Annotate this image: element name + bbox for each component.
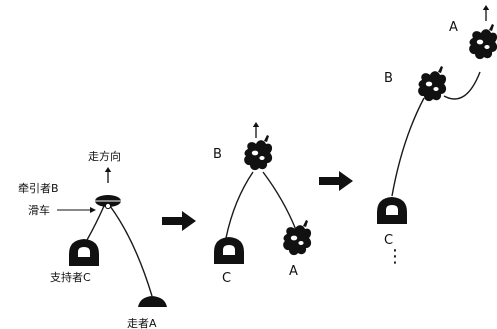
walker-a-label: A: [289, 264, 298, 279]
leader-label: 牵引者B: [18, 181, 59, 195]
weight-icon: [214, 237, 244, 264]
up-arrow-icon: [252, 121, 260, 139]
pulley-pointer-arrow: [57, 207, 96, 213]
right-arrow-icon: [319, 171, 353, 191]
rope-b-to-a: [443, 71, 481, 100]
walker-anchor-icon: [138, 296, 167, 307]
climber-icon: [283, 220, 312, 256]
walker-label: 走者A: [127, 317, 157, 329]
rope-c-to-b: [391, 97, 425, 197]
direction-label: 走方向: [88, 149, 121, 163]
pulley-icon: [95, 195, 121, 210]
rope-to-supporter: [86, 205, 105, 241]
right-arrow-icon: [162, 211, 196, 231]
climber-b-label: B: [384, 71, 393, 86]
supporter-label: 支持者C: [50, 270, 91, 284]
up-arrow-icon: [482, 4, 490, 22]
panel-2: B C A: [213, 121, 312, 286]
pulley-label: 滑车: [28, 203, 50, 217]
panel-1: 走方向 牵引者B 滑车 支持者C 走者A: [18, 149, 167, 329]
climber-icon: [469, 24, 497, 60]
climber-a-label: A: [449, 20, 458, 35]
supporter-c-label: C: [384, 233, 393, 248]
rope-b-to-c: [225, 171, 254, 239]
weight-icon: [69, 239, 99, 266]
climber-icon: [418, 66, 447, 102]
weight-icon: [377, 197, 407, 224]
panel-3: B A C ⋮: [377, 4, 497, 267]
up-arrow-icon: [104, 166, 112, 184]
supporter-c-label: C: [222, 271, 231, 286]
climber-icon: [244, 135, 273, 171]
rope-to-walker: [109, 205, 153, 297]
climber-b-label: B: [213, 147, 222, 162]
rope-b-to-a: [262, 171, 297, 231]
continuation-ellipsis: ⋮: [386, 246, 404, 267]
